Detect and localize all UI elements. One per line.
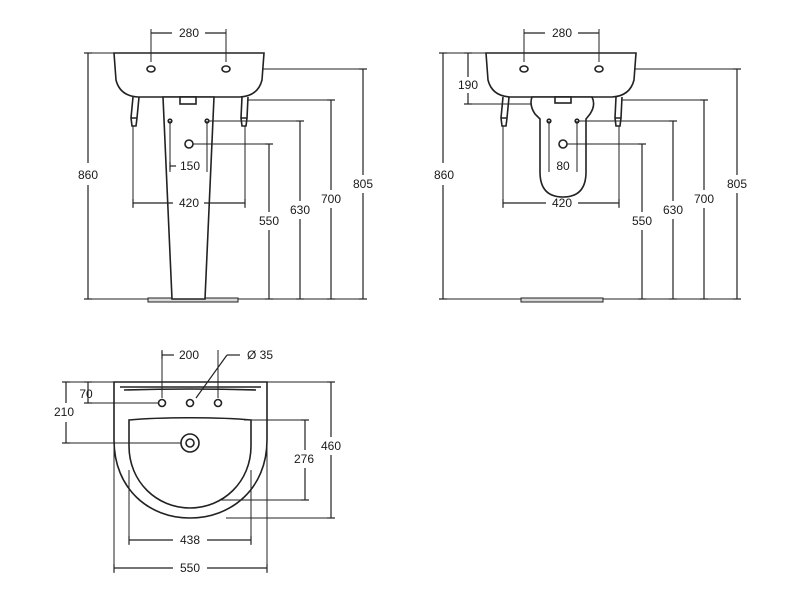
plan-bowl bbox=[128, 416, 252, 509]
plan-dim-70: 70 bbox=[79, 387, 93, 401]
plan-dim-276: 276 bbox=[294, 452, 314, 466]
front-dim-420: 420 bbox=[179, 196, 199, 210]
front-pedestal bbox=[162, 96, 215, 300]
semi-basin-body bbox=[485, 52, 637, 98]
semi-dim-420: 420 bbox=[552, 196, 572, 210]
front-overflow-slot bbox=[179, 96, 197, 105]
front-view-pedestal: 280 860 150 420 550 bbox=[78, 26, 373, 303]
front-dim-630: 630 bbox=[290, 203, 310, 217]
plan-tap-hole-center bbox=[185, 398, 195, 408]
plan-waste-inner bbox=[185, 438, 195, 448]
plan-dim-210: 210 bbox=[54, 405, 74, 419]
semi-dim-190: 190 bbox=[458, 78, 478, 92]
semi-dim-860: 860 bbox=[434, 168, 454, 182]
plan-tap-hole-left bbox=[157, 398, 167, 408]
semi-dim-805: 805 bbox=[727, 177, 747, 191]
plan-dim-550: 550 bbox=[180, 561, 200, 575]
front-tap-hole-left bbox=[146, 65, 156, 73]
floor-plate-2 bbox=[520, 297, 604, 303]
front-dim-805: 805 bbox=[353, 177, 373, 191]
front-basin-body bbox=[113, 52, 265, 98]
semi-dim-630: 630 bbox=[663, 203, 683, 217]
front-dim-860: 860 bbox=[78, 168, 98, 182]
plan-view: 200 Ø 35 70 210 276 460 bbox=[54, 348, 341, 575]
semi-waste-outlet bbox=[558, 139, 568, 149]
semi-fixing-leg-right bbox=[614, 96, 623, 127]
semi-tap-hole-right bbox=[594, 65, 604, 73]
front-fixing-leg-left bbox=[130, 96, 140, 127]
semi-overflow-slot bbox=[554, 96, 572, 104]
semi-fixing-leg-left bbox=[500, 96, 510, 127]
front-tap-hole-right bbox=[221, 65, 231, 73]
semi-dim-550: 550 bbox=[632, 214, 652, 228]
semi-tap-hole-left bbox=[519, 65, 529, 73]
plan-tap-deck bbox=[120, 386, 261, 391]
front-dim-700: 700 bbox=[321, 192, 341, 206]
plan-dim-438: 438 bbox=[180, 533, 200, 547]
front-fixing-leg-right bbox=[240, 96, 249, 127]
semi-dim-280: 280 bbox=[552, 26, 572, 40]
plan-dim-tap-hole: Ø 35 bbox=[247, 348, 273, 362]
front-dim-150: 150 bbox=[180, 159, 200, 173]
plan-dim-460: 460 bbox=[321, 439, 341, 453]
front-waste-outlet bbox=[184, 139, 194, 149]
front-view-semi-pedestal: 280 190 860 80 420 550 bbox=[434, 26, 747, 303]
front-dim-550: 550 bbox=[259, 214, 279, 228]
semi-dim-700: 700 bbox=[694, 192, 714, 206]
plan-dim-200: 200 bbox=[179, 348, 199, 362]
semi-dim-80: 80 bbox=[556, 159, 570, 173]
plan-tap-hole-right bbox=[213, 398, 223, 408]
front-dim-280: 280 bbox=[179, 26, 199, 40]
